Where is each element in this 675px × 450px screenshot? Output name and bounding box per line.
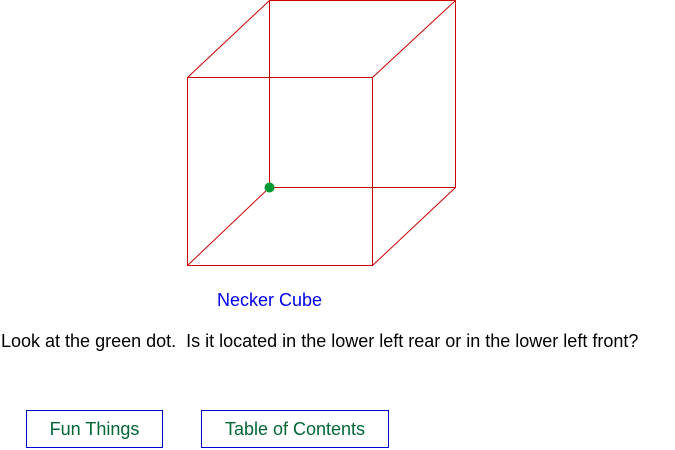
cube-back-face bbox=[269, 0, 456, 188]
green-dot bbox=[264, 182, 275, 193]
necker-cube-figure bbox=[187, 0, 456, 266]
cube-front-face bbox=[187, 77, 373, 266]
table-of-contents-button[interactable]: Table of Contents bbox=[201, 410, 389, 448]
cube-edge-top-left bbox=[187, 0, 270, 78]
cube-edge-bottom-right bbox=[372, 187, 456, 266]
cube-edge-bottom-left bbox=[187, 187, 270, 266]
question-text: Look at the green dot. Is it located in … bbox=[1, 331, 639, 351]
cube-edge-top-right bbox=[372, 0, 456, 78]
figure-caption: Necker Cube bbox=[217, 290, 323, 310]
fun-things-button[interactable]: Fun Things bbox=[26, 410, 163, 448]
